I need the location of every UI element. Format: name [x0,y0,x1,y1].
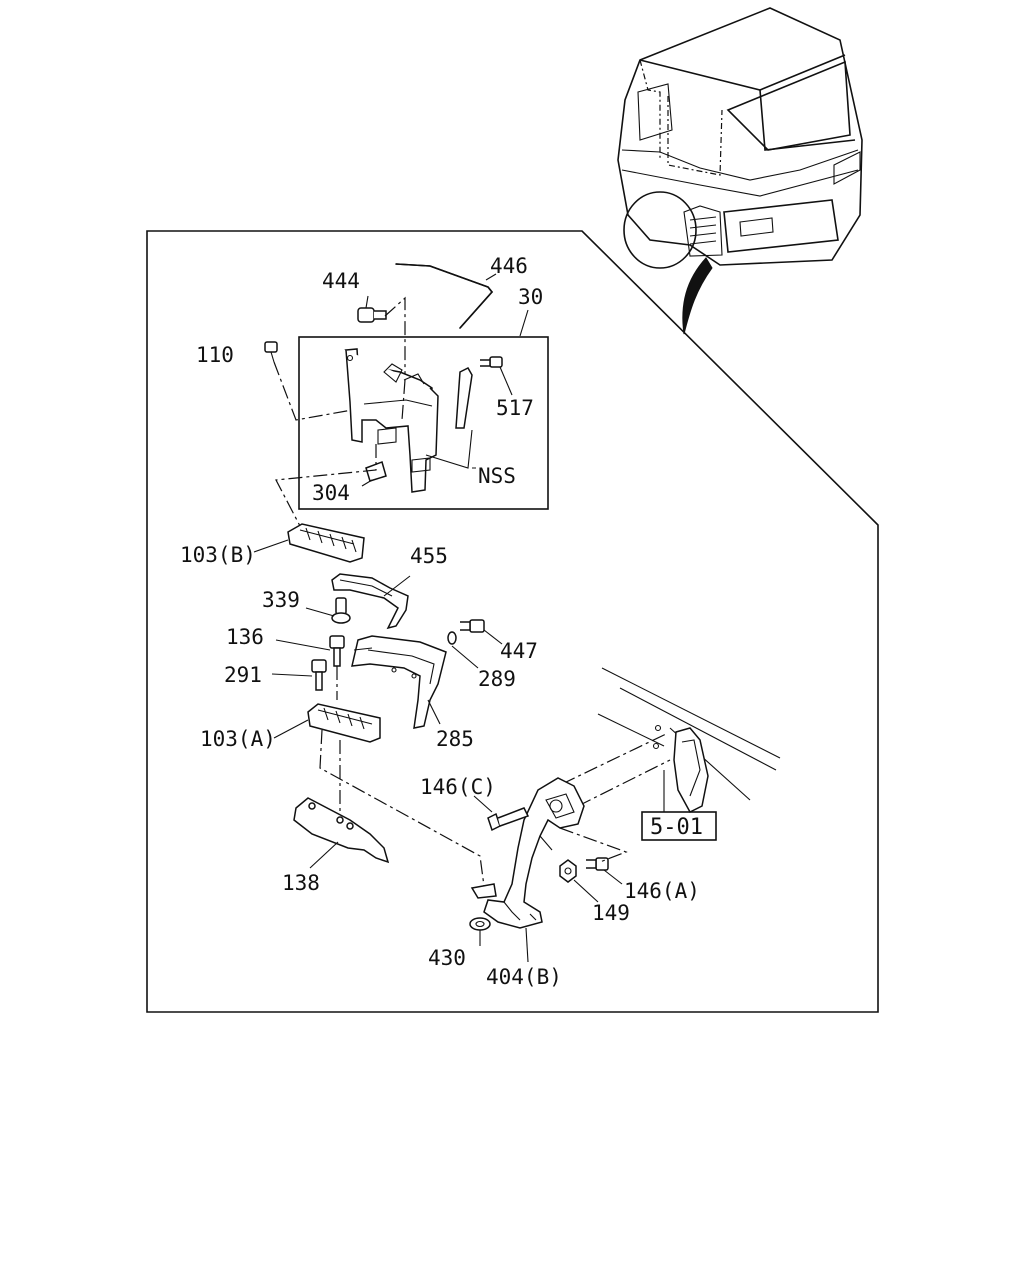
nut-149 [559,859,577,883]
step-103a [307,703,381,743]
label-149: 149 [592,901,630,925]
ref-box-501 [641,811,717,841]
label-501: 5-01 [650,815,703,840]
bolt-110 [264,341,278,363]
bracket-285 [351,635,447,729]
label-289: 289 [478,667,516,691]
detail-frame [146,230,879,1013]
label-nss: NSS [478,464,516,488]
bracket-455 [331,573,409,630]
label-447: 447 [500,639,538,663]
bracket-30 [344,348,473,493]
bolt-444 [357,307,387,323]
step-103b [287,523,365,563]
label-110: 110 [196,343,234,367]
washer-289 [447,631,457,645]
bracket-group-box [298,336,549,510]
label-339: 339 [262,588,300,612]
label-446: 446 [490,254,528,278]
label-404b: 404(B) [486,965,562,989]
clip-304 [365,461,387,482]
bolt-136 [329,635,345,667]
step-bracket-404b [470,777,585,929]
bolt-517 [480,356,503,368]
curved-arrow-icon [682,257,713,335]
label-30: 30 [518,285,543,309]
bolt-146c [487,807,530,832]
label-444: 444 [322,269,360,293]
label-430: 430 [428,946,466,970]
step-cover-138 [293,797,390,864]
pin-339 [331,597,351,624]
label-146a: 146(A) [624,879,700,903]
label-285: 285 [436,727,474,751]
label-103a: 103(A) [200,727,276,751]
plate-501 [673,727,709,813]
label-517: 517 [496,396,534,420]
label-138: 138 [282,871,320,895]
bolt-447 [460,619,485,633]
rod-446 [395,263,494,329]
label-146c: 146(C) [420,775,496,799]
bolt-146a [586,857,609,871]
washer-430 [469,917,491,931]
bolt-291 [311,659,327,691]
label-291: 291 [224,663,262,687]
label-304: 304 [312,481,350,505]
truck-cab-icon [617,7,863,269]
label-103b: 103(B) [180,543,256,567]
label-136: 136 [226,625,264,649]
label-455: 455 [410,544,448,568]
